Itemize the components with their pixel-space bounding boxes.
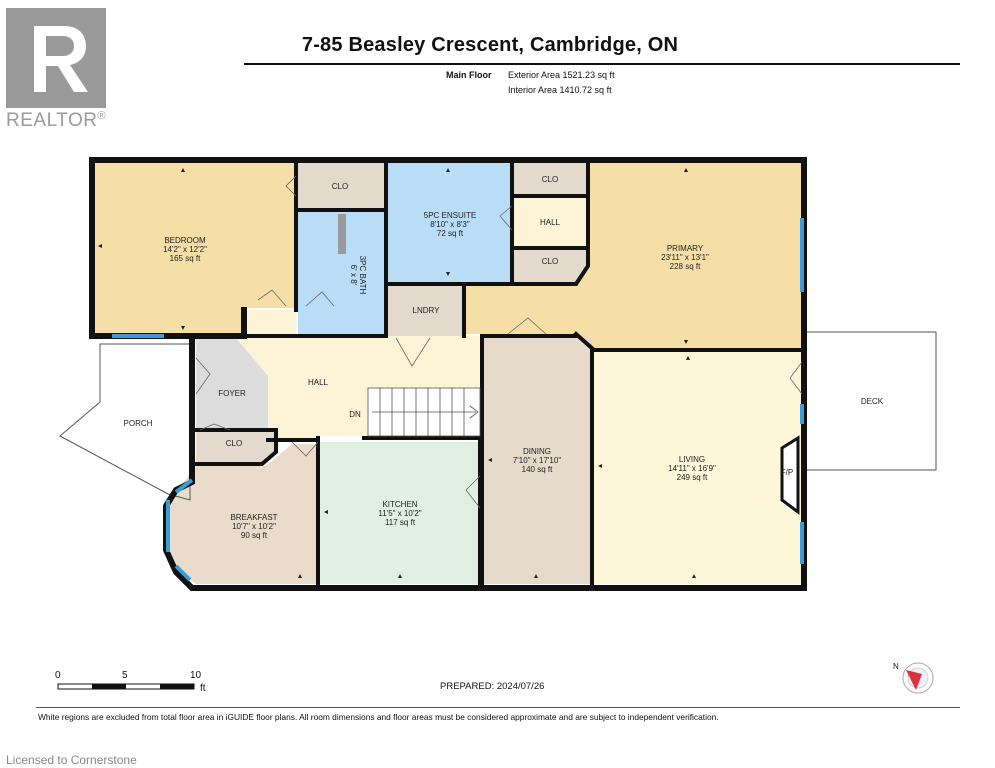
door-living-deck — [789, 361, 803, 395]
scale-bar — [57, 683, 195, 690]
label-laundry: LNDRY — [412, 306, 440, 315]
door-breakfast — [291, 441, 319, 457]
page-title: 7-85 Beasley Crescent, Cambridge, ON — [301, 34, 679, 56]
prepared-date: PREPARED: 2024/07/26 — [440, 681, 545, 692]
label-foyer: FOYER — [218, 389, 246, 398]
interior-area: Interior Area 1410.72 sq ft — [508, 85, 612, 95]
compass-north-label: N — [893, 662, 899, 671]
label-clo-ensuite-top: CLO — [541, 175, 559, 184]
window-breakfast-3 — [174, 564, 192, 582]
primary-fill — [466, 162, 802, 350]
foyer-fill — [196, 338, 268, 430]
door-hall-bedroom — [257, 289, 287, 307]
door-foyer — [195, 357, 211, 395]
realtor-logo — [6, 8, 106, 108]
door-bath — [305, 291, 335, 307]
scale-label-5: 5 — [122, 670, 128, 681]
door-primary — [507, 317, 547, 335]
clo-foyer-fill — [196, 432, 274, 464]
title-divider — [244, 63, 960, 65]
realtor-r-icon — [6, 8, 106, 108]
interior-walls — [192, 160, 806, 586]
label-hall-ensuite: HALL — [539, 218, 560, 227]
ensuite-fill — [388, 162, 512, 282]
footer-divider — [36, 707, 960, 708]
door-laundry — [395, 337, 431, 367]
dining-fill — [482, 338, 592, 584]
scale-label-0: 0 — [55, 670, 61, 681]
realtor-wordmark: REALTOR® — [6, 110, 107, 131]
disclaimer-note: White regions are excluded from total fl… — [38, 712, 719, 722]
label-fireplace: F/P — [780, 468, 794, 477]
door-bedroom-clo — [285, 175, 297, 197]
hall-ensuite-fill — [512, 196, 588, 248]
door-kitchen — [465, 475, 481, 509]
clo-ensuite-bottom-fill — [512, 248, 588, 282]
exterior-area: Exterior Area 1521.23 sq ft — [508, 70, 615, 80]
scale-unit: ft — [200, 683, 206, 694]
label-clo-foyer: CLO — [225, 439, 243, 448]
license-credit: Licensed to Cornerstone — [6, 753, 137, 767]
door-clo-foyer — [199, 423, 231, 431]
bath-fixture — [338, 214, 346, 254]
window-breakfast-2 — [174, 478, 194, 494]
label-clo-ensuite-bottom: CLO — [541, 257, 559, 266]
breakfast-fill — [168, 444, 318, 584]
door-ensuite — [499, 205, 513, 231]
compass-icon — [902, 662, 934, 694]
bedroom-fill — [94, 162, 294, 334]
clo-top-fill — [298, 162, 384, 210]
label-porch: PORCH — [123, 419, 153, 428]
label-hall-main: HALL — [307, 378, 328, 387]
scale-label-10: 10 — [190, 670, 202, 681]
laundry-fill — [388, 286, 464, 336]
fireplace — [780, 435, 800, 515]
kitchen-fill — [320, 442, 480, 584]
living-fill — [592, 352, 802, 584]
label-clo-top: CLO — [331, 182, 349, 191]
label-stairs-down: DN — [349, 410, 361, 419]
floor-name: Main Floor — [446, 70, 492, 80]
label-deck: DECK — [860, 397, 884, 406]
clo-ensuite-top-fill — [512, 162, 588, 196]
